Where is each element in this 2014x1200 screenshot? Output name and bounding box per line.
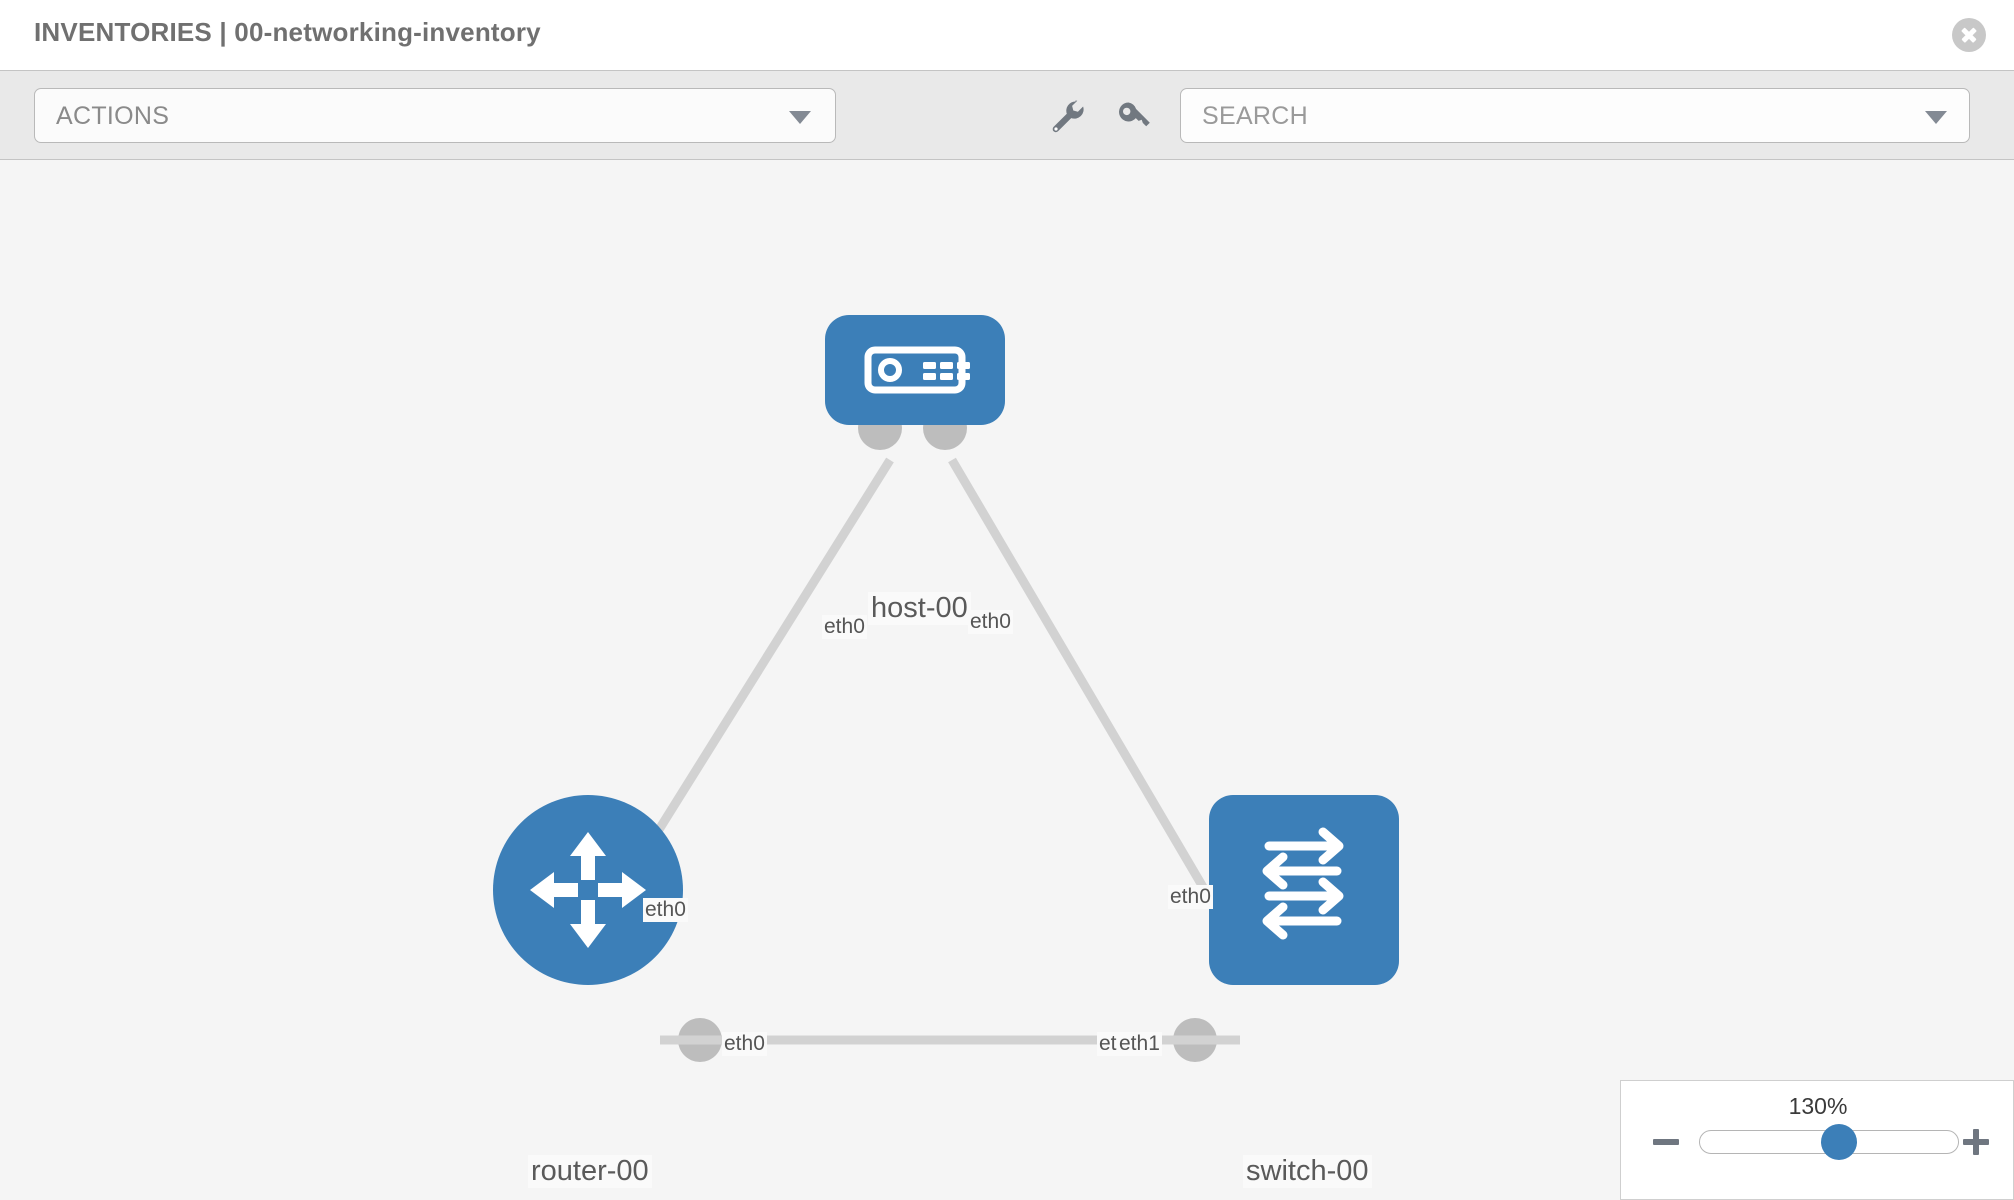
topology-canvas[interactable]: host-00 router-00 switch-00 eth0 eth0 et… bbox=[0, 160, 2014, 1200]
node-label-switch-00: switch-00 bbox=[1243, 1155, 1372, 1188]
wrench-icon[interactable] bbox=[1046, 95, 1088, 137]
interface-label: eth0 bbox=[822, 615, 867, 639]
interface-label: eth0 bbox=[1168, 885, 1213, 909]
interface-label: eth0 bbox=[643, 898, 688, 922]
search-input[interactable]: SEARCH bbox=[1180, 88, 1970, 143]
toolbar: ACTIONS SEARCH bbox=[0, 70, 2014, 160]
search-placeholder: SEARCH bbox=[1202, 102, 1308, 130]
topology-links bbox=[636, 457, 1244, 1045]
page-header: INVENTORIES | 00-networking-inventory bbox=[0, 0, 2014, 70]
interface-label: eth0 bbox=[722, 1032, 767, 1056]
interface-label: eth1 bbox=[1117, 1032, 1162, 1056]
plus-icon[interactable] bbox=[1961, 1127, 1991, 1157]
zoom-control-panel: 130% bbox=[1620, 1080, 2014, 1200]
zoom-level-value: 130% bbox=[1788, 1093, 1848, 1119]
actions-dropdown-label: ACTIONS bbox=[56, 102, 170, 130]
zoom-slider-thumb[interactable] bbox=[1821, 1124, 1858, 1160]
node-label-router-00: router-00 bbox=[528, 1155, 652, 1188]
page-title: INVENTORIES | 00-networking-inventory bbox=[34, 17, 541, 47]
node-switch-00[interactable] bbox=[1209, 795, 1399, 985]
chevron-down-icon[interactable] bbox=[1925, 110, 1947, 124]
node-router-00[interactable] bbox=[493, 795, 683, 985]
close-icon[interactable] bbox=[1952, 18, 1986, 52]
link-host-switch bbox=[948, 457, 1244, 953]
actions-dropdown[interactable]: ACTIONS bbox=[34, 88, 836, 143]
node-label-host-00: host-00 bbox=[868, 592, 971, 625]
zoom-slider[interactable] bbox=[1699, 1124, 1959, 1160]
link-connectors bbox=[678, 406, 1254, 1062]
key-icon[interactable] bbox=[1113, 95, 1155, 137]
interface-label: eth0 bbox=[968, 610, 1013, 634]
chevron-down-icon bbox=[789, 110, 811, 124]
node-host-00[interactable] bbox=[825, 315, 1005, 425]
topology-graph bbox=[493, 315, 1399, 1062]
minus-icon[interactable] bbox=[1651, 1127, 1681, 1157]
link-host-router bbox=[636, 457, 894, 863]
